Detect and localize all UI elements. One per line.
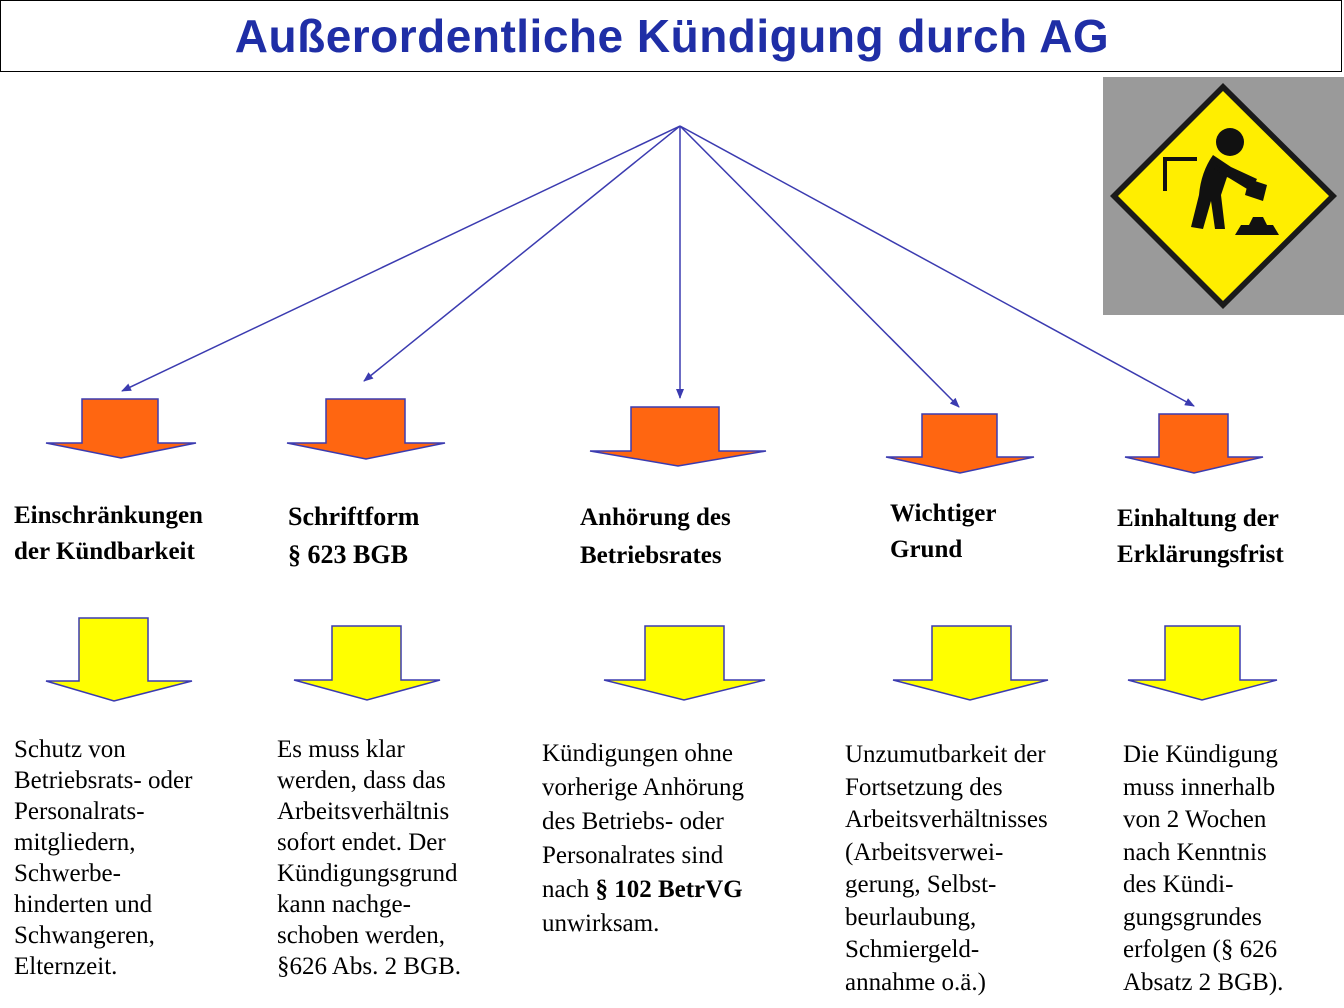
heading-schriftform: Schriftform § 623 BGB xyxy=(288,502,420,569)
connector-line-5 xyxy=(679,125,1195,407)
page-title: Außerordentliche Kündigung durch AG xyxy=(234,10,1110,62)
text-anhoerung: Kündigungen ohne vorherige Anhörung des … xyxy=(542,737,804,941)
text-anhoerung-part1: Kündigungen ohne vorherige Anhörung des … xyxy=(542,740,745,903)
orange-arrows xyxy=(45,398,1264,474)
heading-erklaerungsfrist: Einhaltung der Erklärungsfrist xyxy=(1117,505,1284,568)
yellow-arrows xyxy=(45,617,1278,702)
connector-line-4 xyxy=(679,125,960,408)
title-box: Außerordentliche Kündigung durch AG xyxy=(0,0,1342,72)
yellow-arrow-2 xyxy=(293,625,441,701)
yellow-arrow-1 xyxy=(45,617,193,702)
yellow-arrow-4 xyxy=(892,625,1049,701)
text-schriftform: Es muss klar werden, dass das Arbeitsver… xyxy=(277,736,462,980)
heading-einschraenkungen: Einschränkungen der Kündbarkeit xyxy=(14,502,203,565)
text-einschraenkungen: Schutz von Betriebsrats- oder Personalra… xyxy=(14,736,193,980)
text-wichtiger-grund: Unzumutbarkeit der Fortsetzung des Arbei… xyxy=(845,741,1048,996)
connector-lines xyxy=(121,125,1195,408)
worker-figure xyxy=(1163,128,1279,235)
heading-anhoerung: Anhörung des Betriebsrates xyxy=(580,504,731,569)
text-anhoerung-part2: unwirksam. xyxy=(542,910,660,937)
connector-line-1 xyxy=(121,125,681,392)
orange-arrow-2 xyxy=(286,398,446,460)
sign-diamond-inner xyxy=(1118,91,1329,301)
connector-line-2 xyxy=(363,125,681,382)
text-anhoerung-bold: § 102 BetrVG xyxy=(595,876,743,903)
orange-arrow-5 xyxy=(1124,413,1264,474)
yellow-arrow-3 xyxy=(603,625,766,701)
yellow-arrow-5 xyxy=(1127,625,1278,701)
text-erklaerungsfrist: Die Kündigung muss innerhalb von 2 Woche… xyxy=(1123,741,1284,996)
heading-wichtiger-grund: Wichtiger Grund xyxy=(890,500,997,563)
construction-worker-sign-icon xyxy=(1103,77,1344,315)
orange-arrow-4 xyxy=(885,413,1035,474)
orange-arrow-1 xyxy=(45,398,197,459)
orange-arrow-3 xyxy=(589,406,767,467)
